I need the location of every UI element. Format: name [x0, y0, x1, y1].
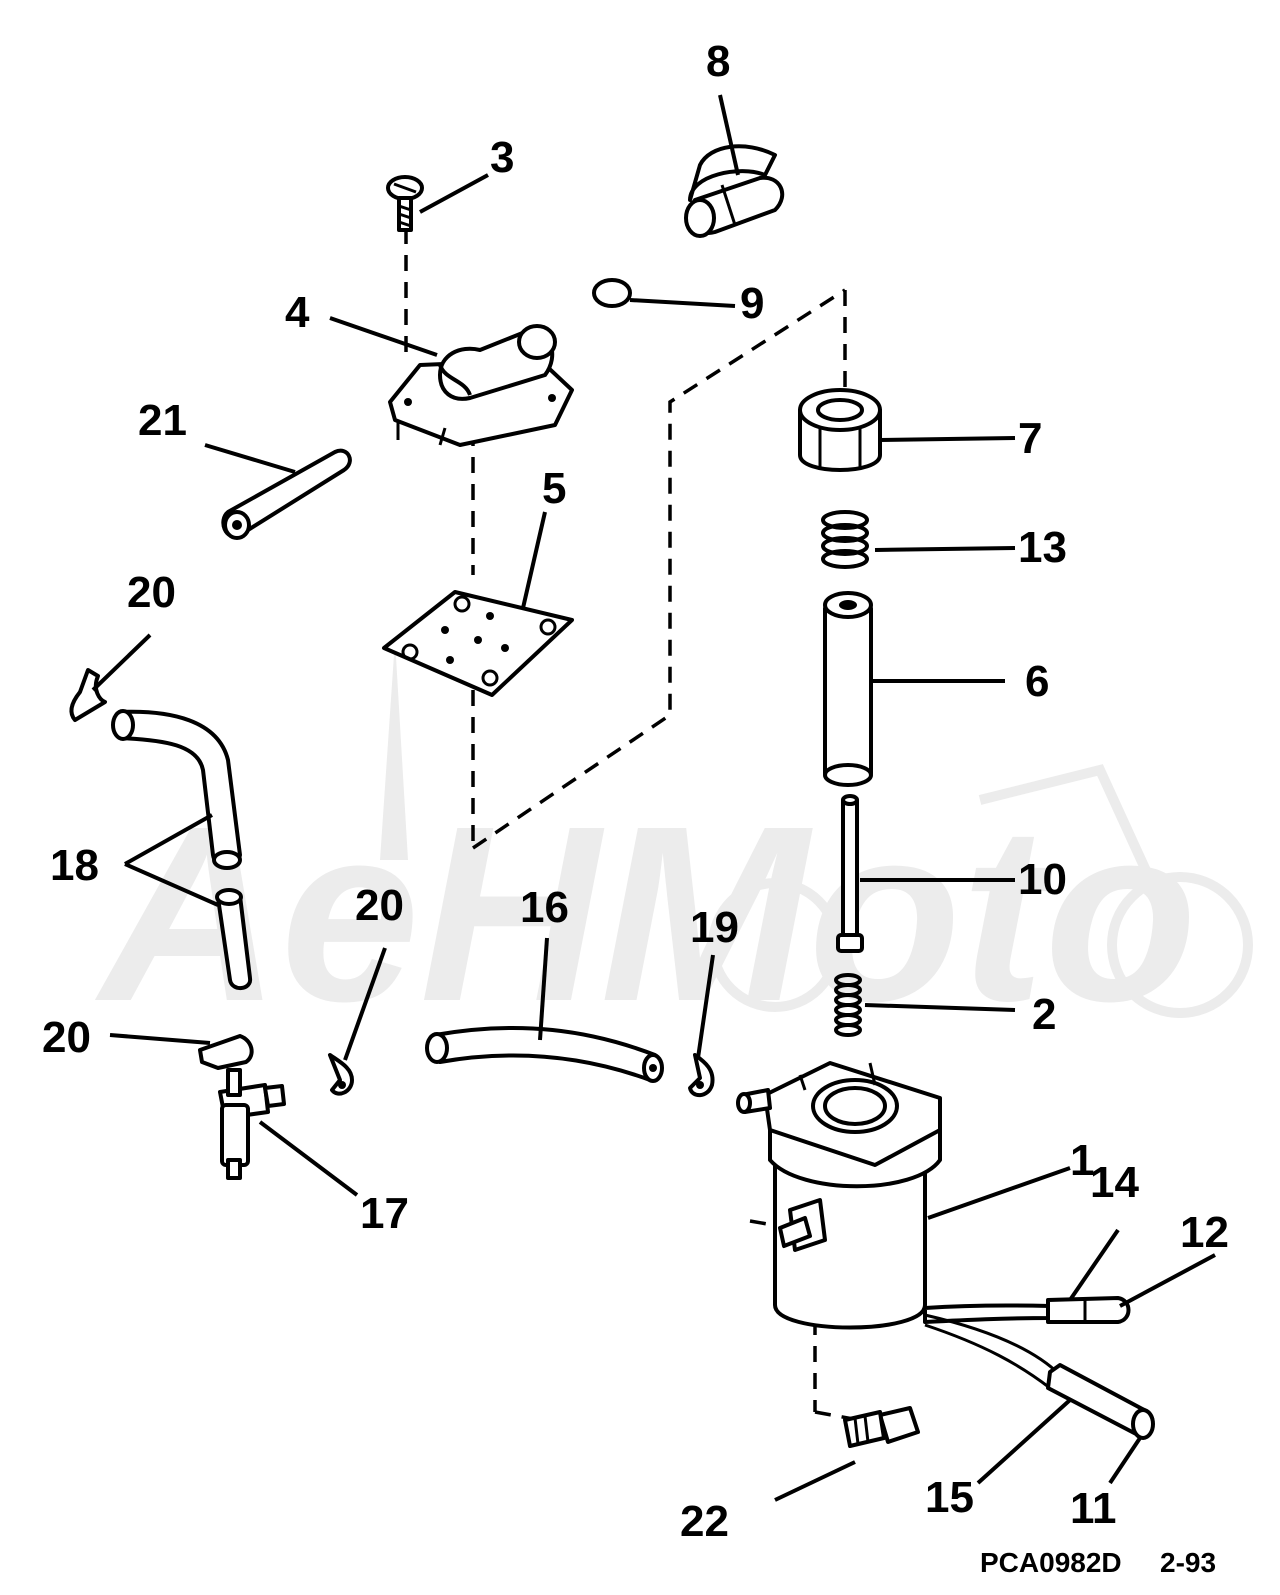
part-22-bolt — [843, 1406, 920, 1448]
callout-label: 2 — [1032, 990, 1056, 1039]
callout-label: 9 — [740, 279, 764, 328]
callout-label: 16 — [520, 883, 569, 932]
part-16-hose — [425, 1025, 664, 1083]
callout-label: 7 — [1018, 414, 1042, 463]
callout-label: 8 — [706, 37, 730, 86]
part-6-cylinder — [823, 591, 873, 787]
callout-label: 17 — [360, 1189, 409, 1238]
callout-label: 19 — [690, 903, 739, 952]
callout-label: 21 — [138, 396, 187, 445]
part-17-tee-fitting — [218, 1068, 286, 1180]
part-8-boot — [684, 144, 785, 238]
callout-label: 20 — [42, 1013, 91, 1062]
callout-label: 20 — [127, 568, 176, 617]
callout-label: 18 — [50, 841, 99, 890]
part-1-pump-body — [736, 1061, 942, 1330]
callout-label: 4 — [285, 288, 310, 337]
part-13-spring — [821, 510, 869, 569]
part-2-spring — [834, 973, 862, 1037]
part-4-pump-cover — [388, 324, 574, 447]
part-20-clips — [69, 668, 354, 1096]
part-19-clip — [688, 1053, 715, 1098]
leader-lines — [91, 94, 1216, 1502]
callout-label: 22 — [680, 1497, 729, 1546]
callout-label: 6 — [1025, 657, 1049, 706]
watermark-text: AeHMoto — [94, 774, 1197, 1053]
callout-label: 5 — [542, 464, 566, 513]
part-21-tube — [221, 448, 352, 540]
callout-labels: 1 2 3 4 5 6 7 8 9 10 11 12 13 14 15 16 1… — [42, 37, 1229, 1546]
part-9-o-ring — [592, 278, 632, 308]
callout-label: 14 — [1090, 1158, 1139, 1207]
watermark: AeHMoto — [94, 640, 1253, 1053]
date-code: 2-93 — [1160, 1547, 1216, 1578]
wire-harness — [923, 1296, 1155, 1440]
drawing-code: PCA0982D — [980, 1547, 1122, 1578]
callout-label: 1 — [1070, 1136, 1094, 1185]
part-10-rod — [836, 794, 864, 953]
callout-label: 10 — [1018, 855, 1067, 904]
part-5-gasket — [382, 590, 574, 697]
part-3-screw — [386, 175, 424, 232]
callout-label: 13 — [1018, 523, 1067, 572]
callout-label: 15 — [925, 1473, 974, 1522]
callout-label: 3 — [490, 133, 514, 182]
callout-label: 20 — [355, 881, 404, 930]
callout-label: 12 — [1180, 1208, 1229, 1257]
callout-label: 11 — [1070, 1484, 1117, 1533]
part-7-nut — [798, 388, 882, 472]
part-18-hoses — [111, 709, 253, 990]
